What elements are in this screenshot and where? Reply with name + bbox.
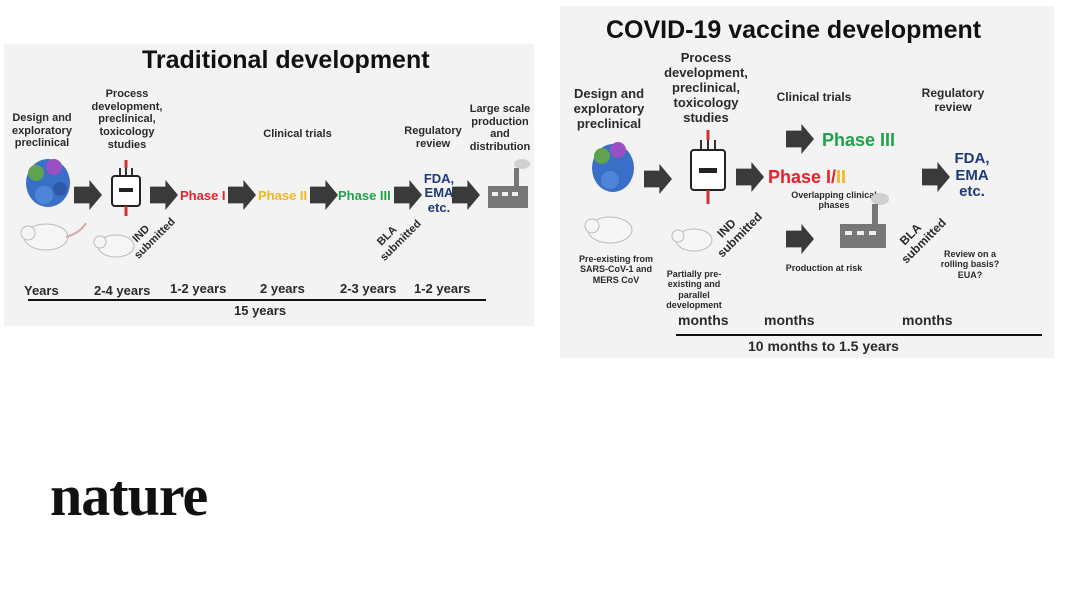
left-regulatory-label: Regulatory review	[404, 125, 462, 150]
left-timeline-0: Years	[24, 283, 59, 298]
left-total: 15 years	[234, 303, 287, 318]
right-timeline-2: months	[902, 312, 953, 328]
left-timeline-line	[28, 299, 486, 301]
traditional-title: Traditional development	[142, 46, 430, 74]
right-phase-12-part1: Phase I/	[768, 167, 837, 187]
left-timeline-5: 1-2 years	[414, 281, 471, 296]
right-phase-3: Phase III	[822, 130, 896, 150]
left-phase-3: Phase III	[338, 188, 391, 203]
right-timeline-line	[676, 334, 1042, 336]
left-large-scale-label: Large scale production and distribution	[469, 103, 531, 153]
left-timeline-2: 1-2 years	[170, 281, 227, 296]
right-partially: Partially pre-existing and parallel deve…	[666, 269, 722, 311]
right-bioreactor-icon	[690, 130, 726, 204]
right-phase-12-part2: II	[836, 167, 847, 187]
right-phase-12: Phase I/II	[768, 167, 846, 188]
left-timeline-3: 2 years	[260, 281, 305, 296]
left-timeline-4: 2-3 years	[340, 281, 397, 296]
left-protein-structure-icon	[26, 159, 70, 207]
right-fda-label: FDA, EMA etc.	[954, 150, 990, 200]
left-bioreactor-icon	[111, 160, 141, 216]
left-mouse-icon	[20, 222, 87, 251]
left-mouse-icon-2	[93, 234, 135, 258]
right-process-label: Process development, preclinical, toxico…	[664, 50, 748, 125]
nature-logo: nature	[50, 463, 208, 528]
left-phase-1: Phase I	[180, 188, 226, 203]
right-rolling: Review on a rolling basis? EUA?	[940, 249, 1000, 280]
right-mouse-icon-2	[671, 228, 713, 252]
left-fda-label: FDA, EMA etc.	[423, 171, 455, 215]
left-timeline-1: 2-4 years	[94, 283, 151, 298]
right-preexisting: Pre-existing from SARS-CoV-1 and MERS Co…	[578, 254, 654, 285]
right-clinical-trials-label: Clinical trials	[776, 90, 852, 104]
covid-title: COVID-19 vaccine development	[606, 16, 982, 44]
right-design-label: Design and exploratory preclinical	[573, 86, 645, 131]
left-design-label: Design and exploratory preclinical	[12, 112, 72, 150]
right-overlapping-label: Overlapping clinical phases	[791, 190, 877, 211]
left-factory-icon	[488, 159, 530, 208]
right-mouse-icon	[584, 216, 633, 244]
right-production-risk: Production at risk	[785, 263, 863, 273]
right-total: 10 months to 1.5 years	[748, 338, 899, 354]
right-timeline-0: months	[678, 312, 729, 328]
right-regulatory-label: Regulatory review	[921, 86, 985, 114]
left-clinical-trials-label: Clinical trials	[263, 128, 332, 140]
right-factory-icon	[840, 193, 889, 248]
covid-panel	[560, 6, 1054, 358]
right-protein-structure-icon	[592, 142, 634, 192]
right-timeline-1: months	[764, 312, 815, 328]
left-phase-2: Phase II	[258, 188, 308, 203]
left-process-label: Process development, preclinical, toxico…	[91, 88, 163, 151]
